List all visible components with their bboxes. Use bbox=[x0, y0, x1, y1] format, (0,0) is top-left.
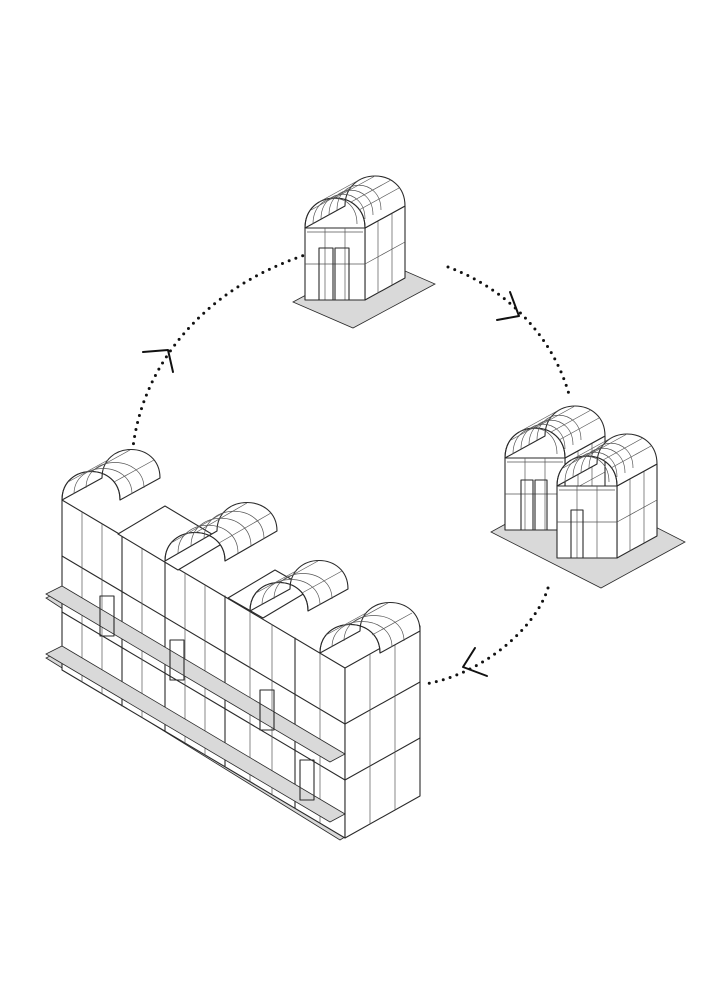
vault-4 bbox=[319, 601, 421, 654]
arrow-up-icon bbox=[142, 349, 174, 373]
arrow-left-icon bbox=[462, 647, 488, 677]
greenhouse-row-building-icon bbox=[45, 448, 421, 841]
double-greenhouse-module-icon bbox=[490, 405, 686, 589]
vault-3 bbox=[249, 559, 349, 612]
vault-2 bbox=[164, 501, 278, 562]
path-left-top bbox=[130, 253, 307, 460]
single-greenhouse-module-icon bbox=[292, 175, 436, 329]
arrow-right-icon bbox=[496, 291, 520, 321]
vault-1 bbox=[61, 448, 161, 501]
path-top-right bbox=[446, 265, 572, 400]
cycle-path bbox=[130, 253, 572, 686]
path-right-bottom bbox=[423, 586, 550, 686]
facade-mullions bbox=[81, 512, 396, 824]
